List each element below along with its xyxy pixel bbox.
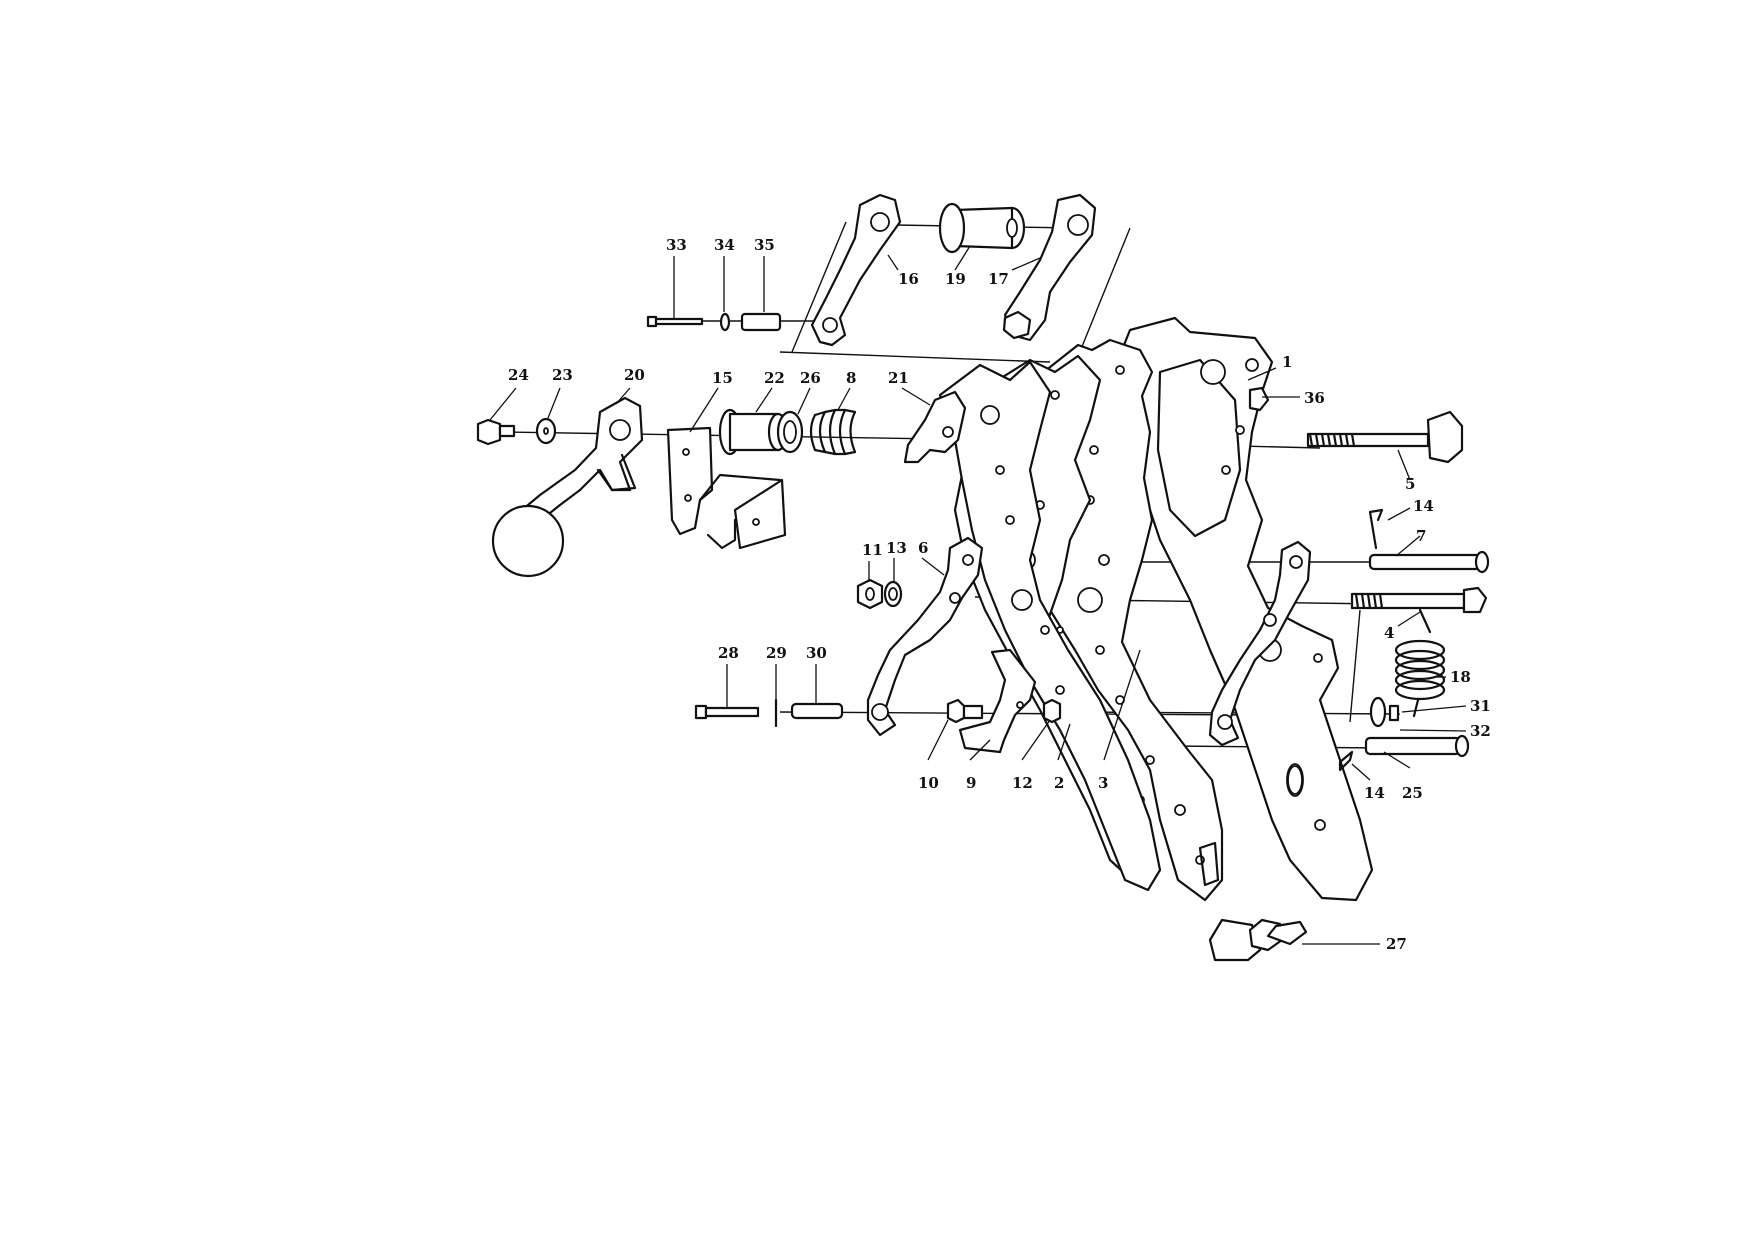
bushing-22 [718, 408, 789, 456]
callout-22: 22 [764, 369, 785, 387]
washer-13 [883, 580, 903, 608]
callout-7: 7 [1416, 527, 1426, 545]
callout-31: 31 [1470, 697, 1491, 715]
callout-5: 5 [1405, 475, 1415, 493]
bolt-33 [646, 315, 704, 328]
lever-handle-20 [491, 396, 644, 578]
callout-9: 9 [966, 774, 976, 792]
link-lever-16 [810, 193, 902, 347]
callout-19: 19 [945, 270, 966, 288]
sleeve-35 [740, 312, 782, 332]
callout-labels: 1 2 3 4 5 6 7 8 9 10 11 12 13 14 14 15 1… [508, 236, 1491, 953]
sleeve-30 [790, 702, 844, 720]
callout-1: 1 [1282, 353, 1292, 371]
main-bracket-plate-rear [1108, 316, 1374, 902]
callout-16: 16 [898, 270, 919, 288]
callout-20: 20 [624, 366, 645, 384]
callout-leader-lines [489, 245, 1467, 945]
clip-32 [1388, 704, 1400, 722]
washer-26 [776, 410, 804, 454]
cotter-pin-14-bottom [1338, 750, 1354, 772]
bracket-15 [666, 426, 787, 550]
washer-31 [1369, 696, 1387, 728]
callout-18: 18 [1450, 668, 1471, 686]
spacer-19 [938, 202, 1026, 254]
lever-6 [866, 536, 984, 737]
callout-27: 27 [1386, 935, 1407, 953]
bracket-9 [958, 648, 1037, 754]
callout-6: 6 [918, 539, 928, 557]
callout-14-top: 14 [1413, 497, 1434, 515]
callout-21: 21 [888, 369, 909, 387]
cam-21 [903, 390, 967, 464]
side-lever-right [1208, 540, 1312, 747]
nut-11 [856, 578, 884, 610]
bolt-5 [1306, 410, 1464, 464]
link-lever-17 [1002, 193, 1097, 342]
callout-26: 26 [800, 369, 821, 387]
bolt-24 [476, 418, 516, 446]
bolt-10 [946, 698, 984, 724]
callout-23: 23 [552, 366, 573, 384]
callout-12: 12 [1012, 774, 1033, 792]
cotter-pin-14-top [1368, 508, 1384, 550]
bolt-4 [1350, 586, 1488, 614]
callout-28: 28 [718, 644, 739, 662]
callout-10: 10 [918, 774, 939, 792]
callout-11: 11 [862, 541, 883, 559]
callout-29: 29 [766, 644, 787, 662]
nut-12 [1042, 698, 1062, 724]
callout-25: 25 [1402, 784, 1423, 802]
spring-8 [809, 408, 857, 456]
callout-36: 36 [1304, 389, 1325, 407]
callout-30: 30 [806, 644, 827, 662]
washer-23 [535, 417, 557, 445]
bolt-27 [1248, 918, 1308, 952]
callout-15: 15 [712, 369, 733, 387]
callout-33: 33 [666, 236, 687, 254]
callout-8: 8 [846, 369, 856, 387]
grease-fitting-36 [1248, 386, 1270, 412]
callout-17: 17 [988, 270, 1009, 288]
callout-24: 24 [508, 366, 529, 384]
pin-7 [1368, 550, 1490, 574]
callout-35: 35 [754, 236, 775, 254]
spring-18 [1394, 608, 1446, 718]
washer-34 [719, 312, 731, 332]
bolt-28 [694, 704, 760, 720]
callout-2: 2 [1054, 774, 1064, 792]
pin-25 [1364, 734, 1470, 758]
callout-14-bottom: 14 [1364, 784, 1385, 802]
callout-3: 3 [1098, 774, 1108, 792]
callout-4: 4 [1384, 624, 1394, 642]
callout-13: 13 [886, 539, 907, 557]
callout-34: 34 [714, 236, 735, 254]
callout-32: 32 [1470, 722, 1491, 740]
